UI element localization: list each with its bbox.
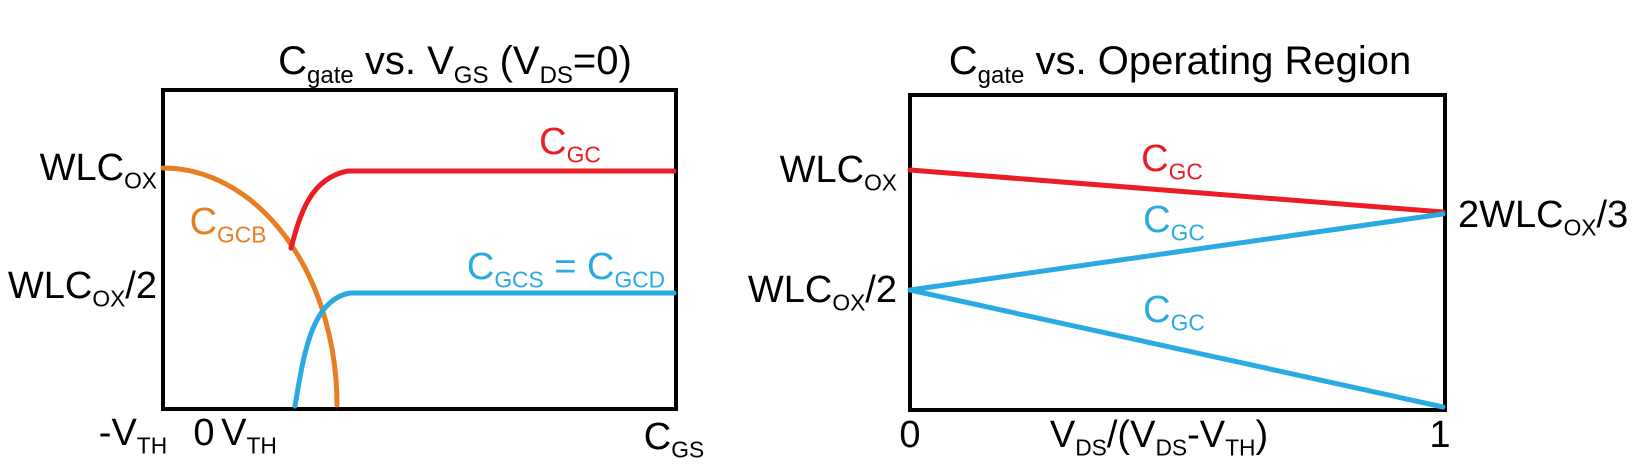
right-curve-label-cgc-cyan-upper: CGC [1143,199,1205,246]
right-ylabel-2wlcox3: 2WLCOX/3 [1458,194,1629,241]
right-xtick-zero: 0 [899,414,921,456]
cgc-line-red [907,167,1446,215]
right-chart-title: Cgate vs. Operating Region [948,39,1412,89]
left-curve-label-cgcb: CGCB [189,201,267,248]
left-ytick-wlcox-half: WLCOX/2 [7,265,157,312]
cgc-curve-left [288,168,677,251]
right-ytick-wlcox: WLCOX [779,149,897,196]
right-xaxis-label: VDS/(VDS-VTH) [1049,414,1269,461]
cgc-line-cyan-upper [907,211,1446,293]
left-chart-title: Cgate vs. VGS (VDS=0) [278,39,632,89]
left-ytick-wlcox: WLCOX [39,147,157,194]
left-xaxis-end-label: CGS [643,416,705,463]
cgc-line-cyan-lower [907,287,1446,410]
left-xtick-vth: VTH [221,412,277,459]
right-ytick-wlcox-half: WLCOX/2 [747,269,897,316]
right-curve-label-cgc-cyan-lower: CGC [1143,289,1205,336]
right-curve-label-cgc-red: CGC [1141,138,1203,185]
left-plot-border [161,88,678,411]
left-xtick-zero: 0 [193,412,215,454]
left-xtick-neg-vth: -VTH [98,412,168,459]
right-xtick-one: 1 [1429,414,1451,456]
left-curve-label-cgcs-cgcd: CGCS = CGCD [466,246,666,293]
cgcs-cgcd-curve [292,290,677,409]
right-plot-border [908,93,1447,412]
cgcb-curve [160,165,340,408]
left-curve-label-cgc: CGC [539,121,601,168]
